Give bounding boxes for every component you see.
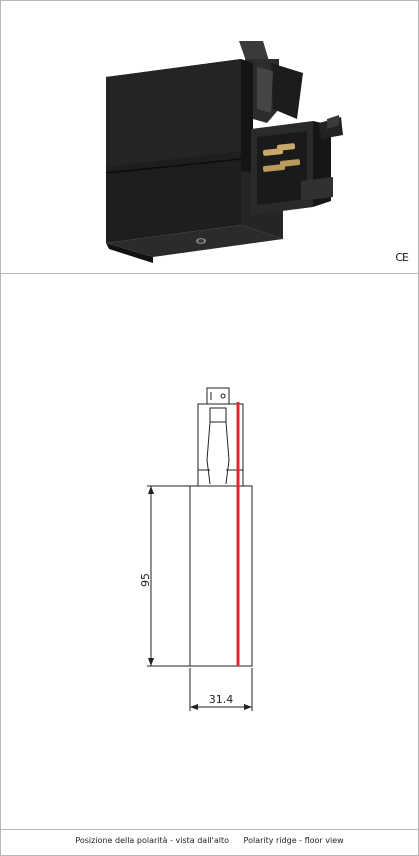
technical-drawing-panel: 95 31.4 bbox=[1, 274, 418, 830]
caption-panel: Posizione della polarità - vista dall'al… bbox=[1, 830, 418, 855]
product-render bbox=[105, 41, 343, 263]
connector-body bbox=[189, 485, 253, 667]
caption-italian: Posizione della polarità - vista dall'al… bbox=[75, 836, 229, 845]
cap-hole bbox=[220, 393, 226, 399]
polarity-caption: Posizione della polarità - vista dall'al… bbox=[1, 836, 418, 845]
caption-english: Polarity ridge - floor view bbox=[243, 836, 344, 845]
top-cap bbox=[206, 387, 230, 405]
height-dimension-label: 95 bbox=[139, 573, 152, 587]
ce-mark: CE bbox=[395, 251, 409, 264]
dimension-drawing: 95 31.4 bbox=[139, 387, 253, 711]
product-photo-panel: CE bbox=[1, 1, 418, 274]
connector-shaft bbox=[197, 403, 244, 487]
width-dimension-label: 31.4 bbox=[209, 693, 234, 706]
